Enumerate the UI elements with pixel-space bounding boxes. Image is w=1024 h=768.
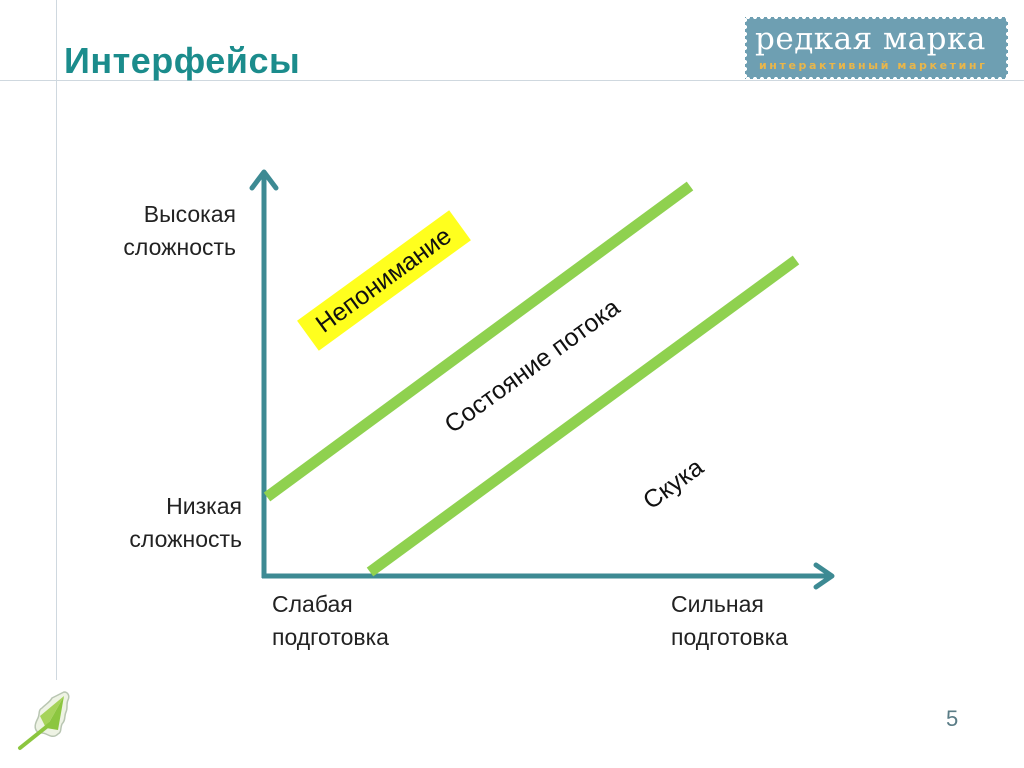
guide-line-horizontal bbox=[0, 80, 1024, 81]
y-axis bbox=[249, 169, 279, 578]
slide-title: Интерфейсы bbox=[64, 40, 301, 81]
y-high-line2: сложность bbox=[123, 234, 236, 260]
page-number: 5 bbox=[946, 706, 959, 731]
green-stamp-arrow-icon bbox=[18, 691, 70, 750]
x-axis-weak-label: Слабая подготовка bbox=[272, 588, 389, 654]
logo-main-text: редкая марка bbox=[755, 21, 986, 57]
x-weak-line2: подготовка bbox=[272, 624, 389, 650]
y-high-line1: Высокая bbox=[143, 201, 236, 227]
x-axis bbox=[262, 562, 835, 590]
arrow-up-icon bbox=[249, 169, 279, 191]
y-low-line1: Низкая bbox=[166, 493, 242, 519]
x-strong-line2: подготовка bbox=[671, 624, 788, 650]
logo-sub-text: интерактивный маркетинг bbox=[759, 59, 988, 72]
y-axis-high-label: Высокая сложность bbox=[90, 198, 236, 264]
stamp-edge-left bbox=[745, 17, 749, 79]
upper-boundary-line bbox=[263, 181, 694, 502]
x-strong-line1: Сильная bbox=[671, 591, 764, 617]
arrow-right-icon bbox=[813, 562, 835, 590]
y-axis-low-label: Низкая сложность bbox=[96, 490, 242, 556]
x-axis-strong-label: Сильная подготовка bbox=[671, 588, 788, 654]
y-low-line2: сложность bbox=[129, 526, 242, 552]
lower-boundary-line bbox=[366, 255, 800, 577]
x-weak-line1: Слабая bbox=[272, 591, 353, 617]
brand-logo: редкая марка интерактивный маркетинг bbox=[745, 17, 1008, 79]
guide-line-vertical bbox=[56, 0, 57, 680]
